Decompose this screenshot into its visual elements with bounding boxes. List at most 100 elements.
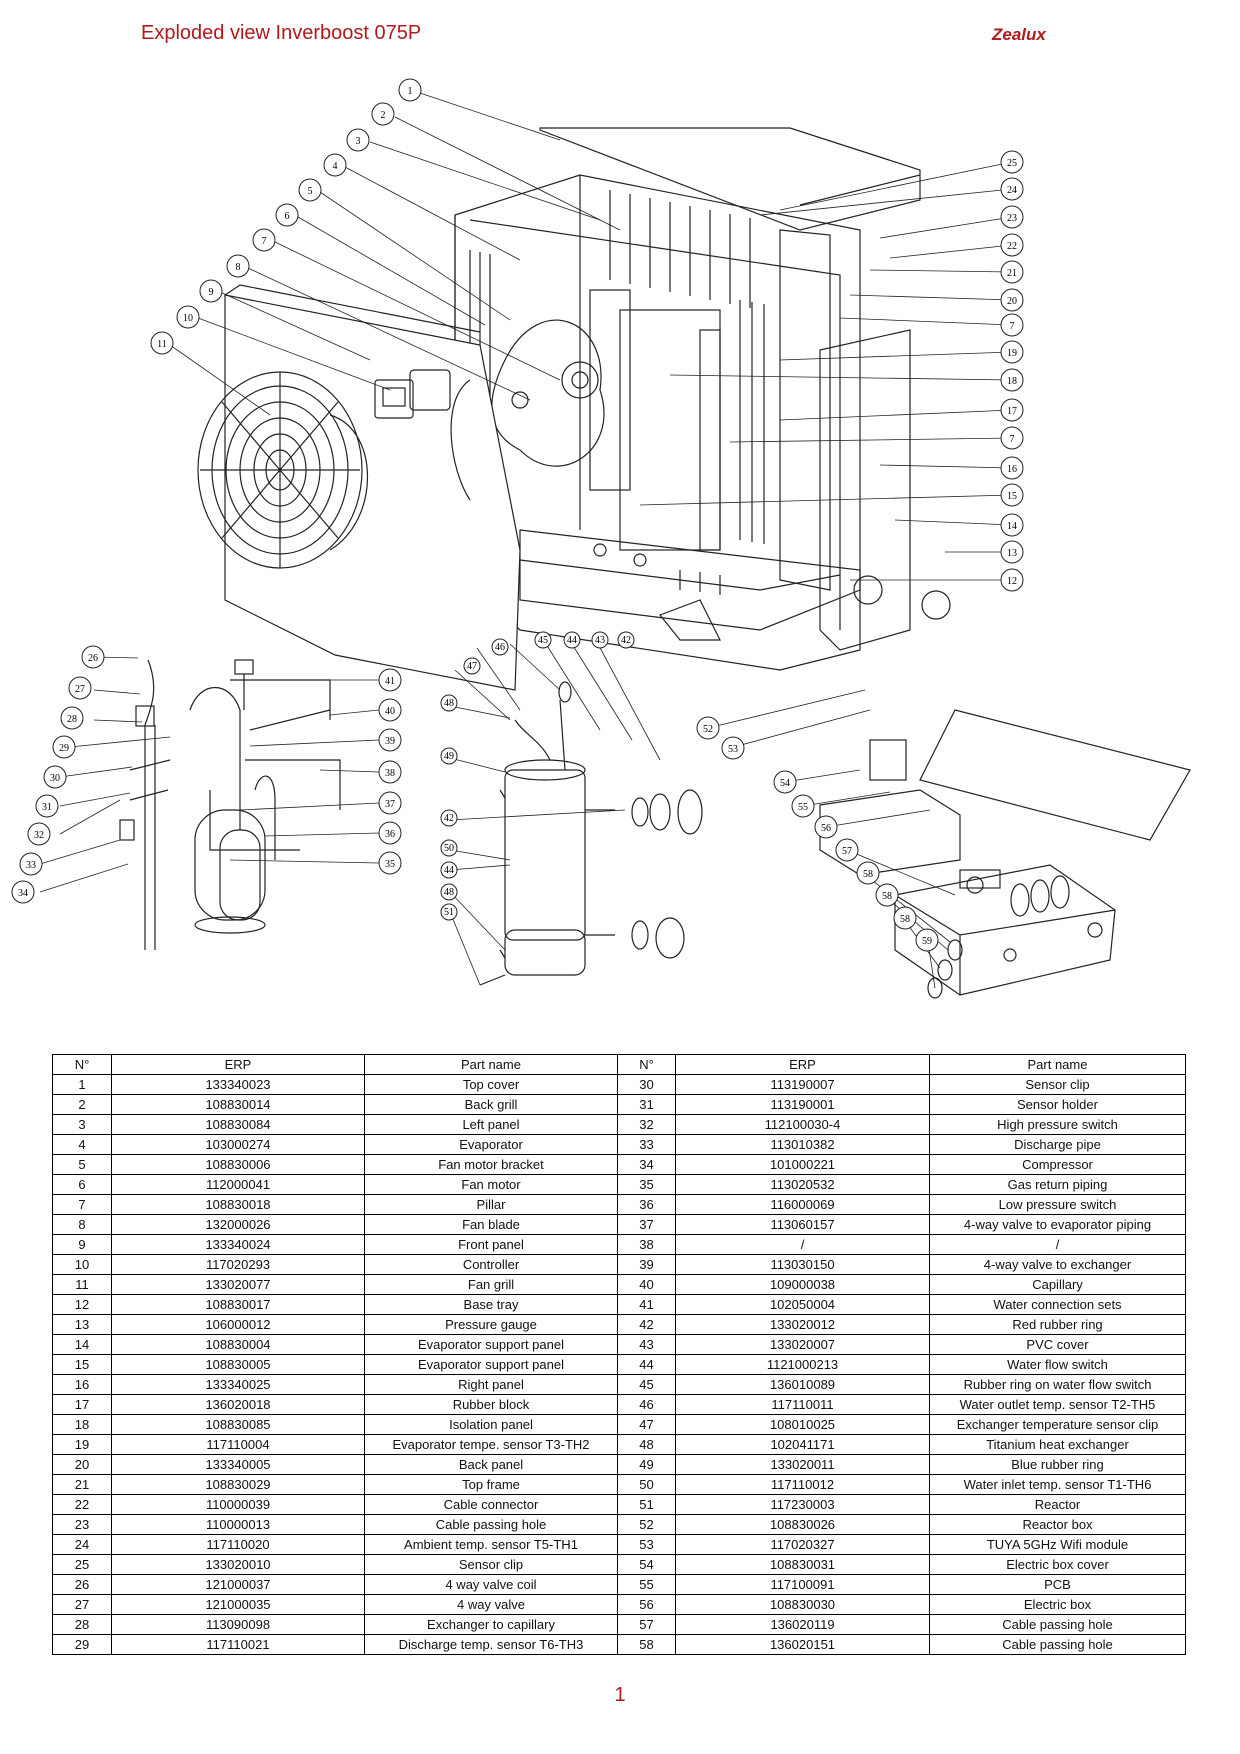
table-cell: 133020007 [675,1334,930,1355]
callout-47: 47 [467,661,477,672]
table-cell: 27 [52,1594,112,1615]
table-cell: 46 [617,1394,676,1415]
table-cell: 36 [617,1194,676,1215]
table-cell: 45 [617,1374,676,1395]
callout-51: 51 [444,907,454,918]
table-cell: 117110021 [111,1634,365,1655]
table-cell: 133340024 [111,1234,365,1255]
table-cell: 132000026 [111,1214,365,1235]
callout-11: 11 [157,339,167,350]
table-cell: 8 [52,1214,112,1235]
table-cell: High pressure switch [929,1114,1186,1135]
column-header: N° [617,1054,676,1075]
table-cell: Reactor box [929,1514,1186,1535]
callout-10: 10 [183,313,193,324]
table-cell: Evaporator support panel [364,1354,618,1375]
callout-50: 50 [444,843,454,854]
table-cell: Right panel [364,1374,618,1395]
table-cell: Left panel [364,1114,618,1135]
table-cell: 37 [617,1214,676,1235]
table-cell: 47 [617,1414,676,1435]
table-cell: Water outlet temp. sensor T2-TH5 [929,1394,1186,1415]
callout-38: 38 [385,768,395,779]
table-cell: 117020293 [111,1254,365,1275]
table-cell: 17 [52,1394,112,1415]
table-cell: Pillar [364,1194,618,1215]
column-header: ERP [111,1054,365,1075]
table-cell: Water connection sets [929,1294,1186,1315]
callout-39: 39 [385,736,395,747]
callout-23: 23 [1007,213,1017,224]
table-cell: 108830029 [111,1474,365,1495]
callout-17: 17 [1007,406,1017,417]
callout-12: 12 [1007,576,1017,587]
table-cell: Front panel [364,1234,618,1255]
callout-29: 29 [59,743,69,754]
table-cell: 13 [52,1314,112,1335]
callout-1: 1 [408,86,413,97]
table-cell: 49 [617,1454,676,1475]
table-cell: 108830084 [111,1114,365,1135]
table-cell: Blue rubber ring [929,1454,1186,1475]
table-cell: Titanium heat exchanger [929,1434,1186,1455]
table-cell: Cable connector [364,1494,618,1515]
callout-45: 45 [538,635,548,646]
callout-35: 35 [385,859,395,870]
table-cell: 48 [617,1434,676,1455]
callout-48: 48 [444,698,454,709]
callout-52: 52 [703,724,713,735]
table-cell: 50 [617,1474,676,1495]
page-title: Exploded view Inverboost 075P [141,22,422,44]
table-cell: 56 [617,1594,676,1615]
table-cell: 117020327 [675,1534,930,1555]
table-cell: 116000069 [675,1194,930,1215]
callout-8: 8 [236,262,241,273]
table-cell: 52 [617,1514,676,1535]
table-cell: 53 [617,1534,676,1555]
table-cell: 38 [617,1234,676,1255]
table-cell: PVC cover [929,1334,1186,1355]
table-cell: 112000041 [111,1174,365,1195]
callout-59: 59 [922,936,932,947]
table-cell: 24 [52,1534,112,1555]
table-cell: 133020077 [111,1274,365,1295]
column-header: N° [52,1054,112,1075]
table-cell: Cable passing hole [929,1634,1186,1655]
table-cell: Exchanger temperature sensor clip [929,1414,1186,1435]
table-cell: 102041171 [675,1434,930,1455]
callout-5: 5 [308,186,313,197]
table-cell: Back grill [364,1094,618,1115]
table-cell: 14 [52,1334,112,1355]
table-cell: 113060157 [675,1214,930,1235]
table-cell: Rubber ring on water flow switch [929,1374,1186,1395]
callout-57: 57 [842,846,852,857]
table-cell: 113010382 [675,1134,930,1155]
callout-34: 34 [18,888,28,899]
table-cell: 4 [52,1134,112,1155]
callout-9: 9 [209,287,214,298]
table-cell: 20 [52,1454,112,1475]
table-cell: 113020532 [675,1174,930,1195]
table-cell: Fan blade [364,1214,618,1235]
table-cell: 4-way valve to evaporator piping [929,1214,1186,1235]
table-cell: Fan motor [364,1174,618,1195]
callout-6: 6 [285,211,290,222]
table-cell: 23 [52,1514,112,1535]
table-cell: 108830014 [111,1094,365,1115]
table-cell: Discharge pipe [929,1134,1186,1155]
table-cell: 103000274 [111,1134,365,1155]
table-cell: 28 [52,1614,112,1635]
